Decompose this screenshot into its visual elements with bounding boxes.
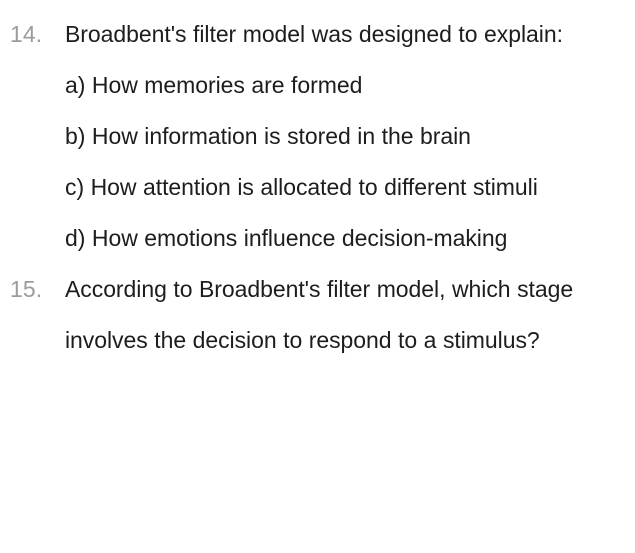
option-14-a[interactable]: a) How memories are formed	[65, 72, 363, 98]
question-list: 14. Broadbent's filter model was designe…	[0, 0, 635, 366]
option-14-d[interactable]: d) How emotions influence decision-makin…	[65, 225, 508, 251]
question-number-14: 14.	[10, 21, 43, 47]
question-number-15: 15.	[10, 276, 43, 302]
option-14-b[interactable]: b) How information is stored in the brai…	[65, 123, 471, 149]
question-item-15: 15. According to Broadbent's filter mode…	[0, 264, 635, 366]
question-item-14: 14. Broadbent's filter model was designe…	[0, 0, 635, 264]
question-stem-15: According to Broadbent's filter model, w…	[65, 276, 574, 353]
question-stem-14: Broadbent's filter model was designed to…	[65, 21, 563, 47]
option-list-14: a) How memories are formed b) How inform…	[65, 60, 597, 264]
option-14-c[interactable]: c) How attention is allocated to differe…	[65, 174, 538, 200]
